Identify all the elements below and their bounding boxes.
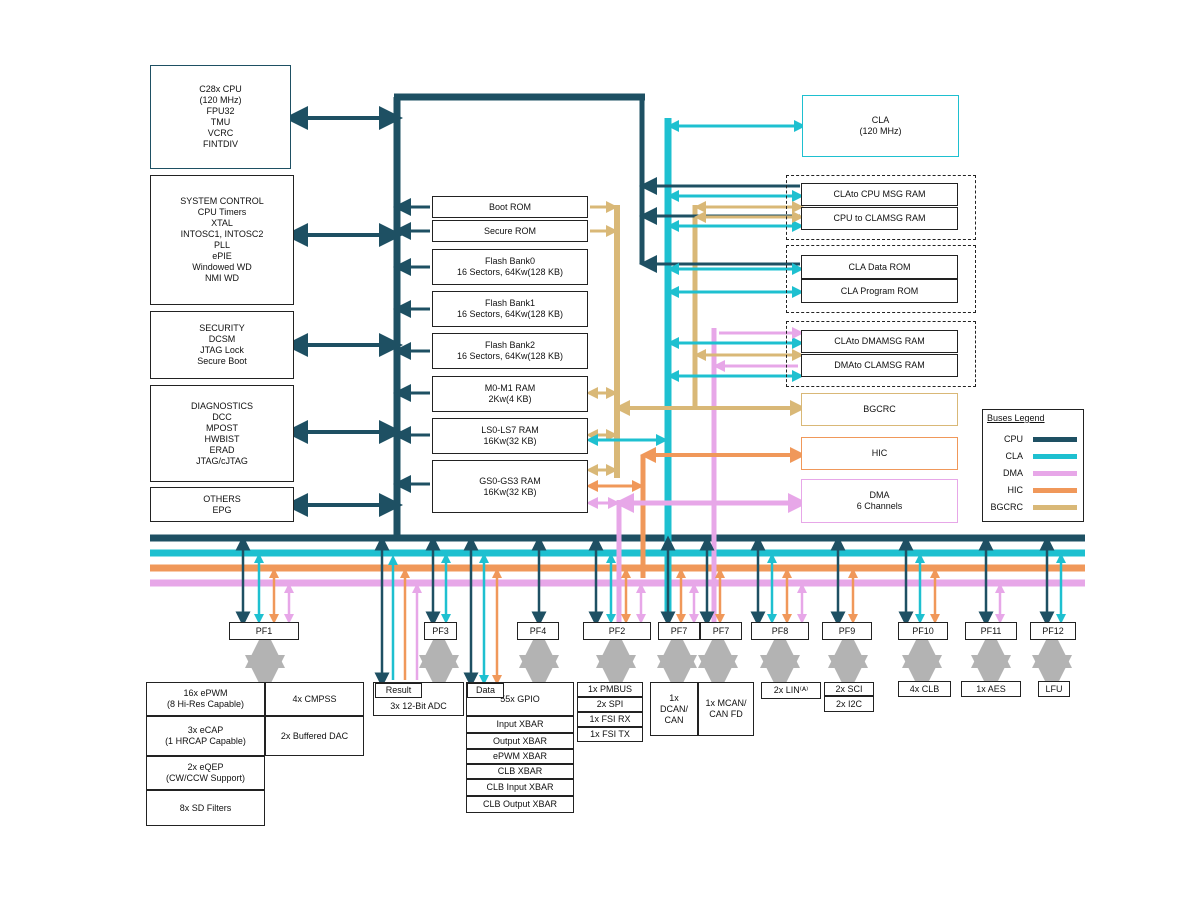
cla-to-cpu-msg-ram: CLAto CPU MSG RAM (801, 183, 958, 206)
legend-swatch-cpu (1033, 437, 1077, 442)
epwm-block: 16x ePWM (8 Hi-Res Capable) (146, 682, 265, 716)
pf7-box-b: PF7 (700, 622, 742, 640)
dma-to-cla-msg-ram: DMAto CLAMSG RAM (801, 354, 958, 377)
gs-ram-block: GS0-GS3 RAM 16Kw(32 KB) (432, 460, 588, 513)
cla-rom-group (786, 245, 976, 313)
c28x-cpu-block: C28x CPU (120 MHz) FPU32 TMU VCRC FINTDI… (150, 65, 291, 169)
pf12-box: PF12 (1030, 622, 1076, 640)
clb-block: 4x CLB (898, 681, 951, 697)
pf3-box: PF3 (424, 622, 457, 640)
legend-label-dma: DMA (1003, 468, 1023, 478)
legend-label-cla: CLA (1005, 451, 1023, 461)
m0-m1-ram-block: M0-M1 RAM 2Kw(4 KB) (432, 376, 588, 412)
secure-rom-block: Secure ROM (432, 220, 588, 242)
msg-ram-group-1 (786, 175, 976, 240)
pf9-box: PF9 (822, 622, 872, 640)
others-block: OTHERS EPG (150, 487, 294, 522)
clb-output-xbar-block: CLB Output XBAR (466, 796, 574, 813)
dcan-block: 1x DCAN/ CAN (650, 682, 698, 736)
legend-swatch-cla (1033, 454, 1077, 459)
flash-bank2-block: Flash Bank2 16 Sectors, 64Kw(128 KB) (432, 333, 588, 369)
security-block: SECURITY DCSM JTAG Lock Secure Boot (150, 311, 294, 379)
lin-block: 2x LIN⁽ᴬ⁾ (761, 682, 821, 699)
pf10-box: PF10 (898, 622, 948, 640)
epwm-xbar-block: ePWM XBAR (466, 749, 574, 764)
cmpss-block: 4x CMPSS (265, 682, 364, 716)
eqep-block: 2x eQEP (CW/CCW Support) (146, 756, 265, 790)
legend-swatch-hic (1033, 488, 1077, 493)
i2c-block: 2x I2C (824, 696, 874, 712)
bgcrc-block: BGCRC (801, 393, 958, 426)
pf11-box: PF11 (965, 622, 1017, 640)
cla-block: CLA (120 MHz) (802, 95, 959, 157)
legend-label-bgcrc: BGCRC (990, 502, 1023, 512)
system-control-block: SYSTEM CONTROL CPU Timers XTAL INTOSC1, … (150, 175, 294, 305)
legend-swatch-dma (1033, 471, 1077, 476)
cpu-to-cla-msg-ram: CPU to CLAMSG RAM (801, 207, 958, 230)
buses-legend (982, 409, 1084, 522)
boot-rom-block: Boot ROM (432, 196, 588, 218)
legend-title: Buses Legend (987, 413, 1045, 423)
flash-bank0-block: Flash Bank0 16 Sectors, 64Kw(128 KB) (432, 249, 588, 285)
diagnostics-block: DIAGNOSTICS DCC MPOST HWBIST ERAD JTAG/c… (150, 385, 294, 482)
pf1-box: PF1 (229, 622, 299, 640)
pf4-box: PF4 (517, 622, 559, 640)
flash-bank1-block: Flash Bank1 16 Sectors, 64Kw(128 KB) (432, 291, 588, 327)
ls-ram-block: LS0-LS7 RAM 16Kw(32 KB) (432, 418, 588, 454)
legend-swatch-bgcrc (1033, 505, 1077, 510)
fsi-tx-block: 1x FSI TX (577, 727, 643, 742)
clb-input-xbar-block: CLB Input XBAR (466, 779, 574, 796)
output-xbar-block: Output XBAR (466, 733, 574, 749)
ecap-block: 3x eCAP (1 HRCAP Capable) (146, 716, 265, 756)
legend-label-cpu: CPU (1003, 434, 1023, 444)
gpio-data-box: Data (467, 683, 504, 698)
dma-block: DMA 6 Channels (801, 479, 958, 523)
input-xbar-block: Input XBAR (466, 716, 574, 733)
pmbus-block: 1x PMBUS (577, 682, 643, 697)
aes-block: 1x AES (961, 681, 1021, 697)
cla-data-rom: CLA Data ROM (801, 255, 958, 279)
sd-filters-block: 8x SD Filters (146, 790, 265, 826)
pf8-box: PF8 (751, 622, 809, 640)
mcan-block: 1x MCAN/ CAN FD (698, 682, 754, 736)
cla-program-rom: CLA Program ROM (801, 279, 958, 303)
pf7-box-a: PF7 (658, 622, 700, 640)
adc-result-box: Result (375, 683, 422, 698)
dac-block: 2x Buffered DAC (265, 716, 364, 756)
msg-ram-group-2 (786, 321, 976, 387)
cla-to-dma-msg-ram: CLAto DMAMSG RAM (801, 330, 958, 353)
hic-block: HIC (801, 437, 958, 470)
clb-xbar-block: CLB XBAR (466, 764, 574, 779)
pf2-box: PF2 (583, 622, 651, 640)
sci-block: 2x SCI (824, 682, 874, 696)
spi-block: 2x SPI (577, 697, 643, 712)
fsi-rx-block: 1x FSI RX (577, 712, 643, 727)
legend-label-hic: HIC (1007, 485, 1024, 495)
lfu-block: LFU (1038, 681, 1070, 697)
